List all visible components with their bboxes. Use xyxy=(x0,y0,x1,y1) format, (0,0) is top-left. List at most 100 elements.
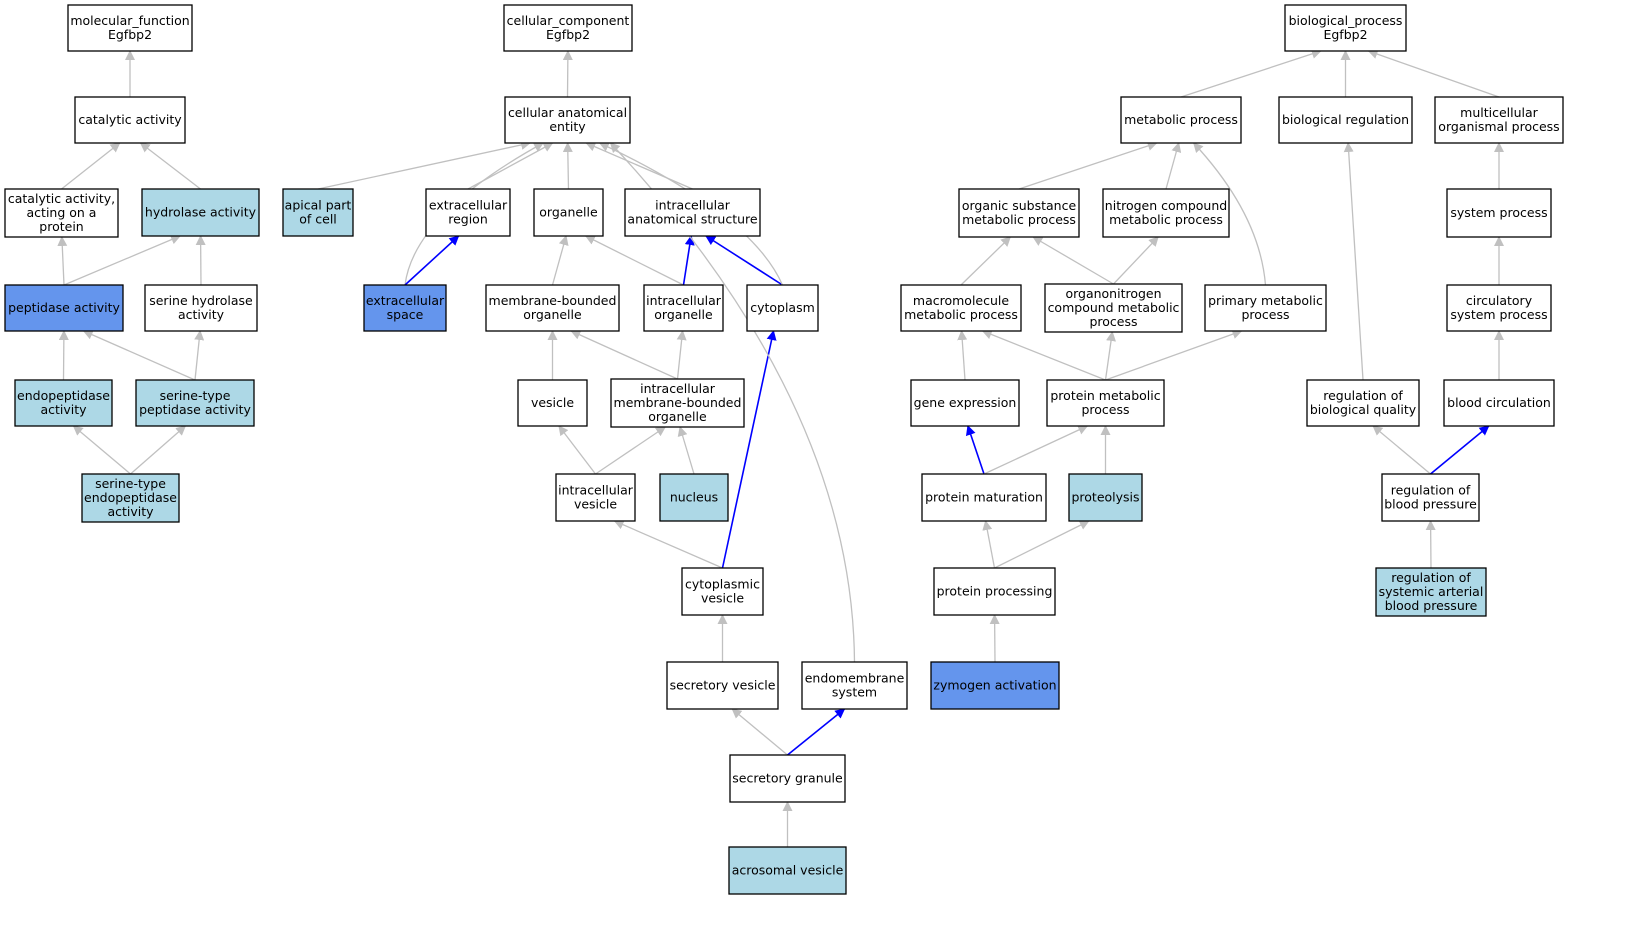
node-sv[interactable]: secretory vesicle xyxy=(666,661,779,710)
node-label-macro-1: metabolic process xyxy=(904,307,1018,322)
node-pep[interactable]: peptidase activity xyxy=(4,284,124,332)
node-box-multi xyxy=(1434,96,1564,144)
node-bloodcirc[interactable]: blood circulation xyxy=(1443,379,1555,427)
node-protmat[interactable]: protein maturation xyxy=(921,473,1047,522)
node-label-primary-0: primary metabolic xyxy=(1208,293,1323,308)
node-label-bioreg-0: biological regulation xyxy=(1282,112,1409,127)
node-label-regsabp-2: blood pressure xyxy=(1385,598,1478,613)
node-label-cat-0: catalytic activity xyxy=(78,112,182,127)
edge-regbq-to-bioreg xyxy=(1343,142,1364,381)
node-sg[interactable]: secretory granule xyxy=(729,754,846,803)
node-label-macro-0: macromolecule xyxy=(913,293,1009,308)
node-label-orgn-0: organonitrogen xyxy=(1065,286,1161,301)
node-zymo[interactable]: zymogen activation xyxy=(930,661,1060,710)
node-label-multi-1: organismal process xyxy=(1438,119,1559,134)
node-box-serendo xyxy=(81,473,180,523)
edge-sg-to-endomem xyxy=(786,708,846,756)
node-vesicle[interactable]: vesicle xyxy=(517,379,588,427)
node-label-cae-0: cellular anatomical xyxy=(508,105,627,120)
node-cyto[interactable]: cytoplasm xyxy=(746,284,819,332)
node-box-sv xyxy=(666,661,779,710)
node-label-regsabp-1: systemic arterial xyxy=(1379,584,1484,599)
node-label-sysproc-0: system process xyxy=(1450,205,1547,220)
node-label-extreg-1: region xyxy=(448,211,488,226)
node-cat[interactable]: catalytic activity xyxy=(74,96,186,144)
node-label-imbo-0: intracellular xyxy=(640,381,716,396)
node-label-endomem-1: system xyxy=(832,684,877,699)
node-metab[interactable]: metabolic process xyxy=(1120,96,1242,144)
node-protproc[interactable]: protein processing xyxy=(933,567,1056,616)
node-box-bloodcirc xyxy=(1443,379,1555,427)
node-box-extsp xyxy=(363,284,447,332)
node-nucleus[interactable]: nucleus xyxy=(659,473,729,522)
edge-ncmp-to-metab xyxy=(1165,142,1182,190)
node-geneexp[interactable]: gene expression xyxy=(910,379,1020,427)
node-box-mbo xyxy=(485,284,620,332)
edge-regbp-to-bloodcirc xyxy=(1429,425,1490,475)
node-proteolysis[interactable]: proteolysis xyxy=(1068,473,1143,522)
node-label-circ-0: circulatory xyxy=(1466,293,1533,308)
node-label-serhyd-1: activity xyxy=(178,307,225,322)
node-label-protproc-0: protein processing xyxy=(937,583,1053,598)
node-box-organelle xyxy=(533,188,604,237)
edge-primary-to-metab xyxy=(1192,142,1267,286)
node-organelle[interactable]: organelle xyxy=(533,188,604,237)
node-label-serendo-1: endopeptidase xyxy=(84,490,177,505)
node-label-protmet-0: protein metabolic xyxy=(1050,388,1160,403)
node-sysproc[interactable]: system process xyxy=(1446,188,1552,238)
node-label-proteolysis-0: proteolysis xyxy=(1071,489,1139,504)
node-label-apical-1: of cell xyxy=(299,211,337,226)
node-box-acro xyxy=(728,846,847,895)
edge-nucleus-to-imbo xyxy=(677,426,695,475)
node-label-mbo-1: organelle xyxy=(523,307,582,322)
node-label-orgn-2: process xyxy=(1089,314,1137,329)
node-label-metab-0: metabolic process xyxy=(1124,112,1238,127)
node-label-ias-0: intracellular xyxy=(655,197,731,212)
node-box-sg xyxy=(729,754,846,803)
node-box-protmat xyxy=(921,473,1047,522)
node-hyd[interactable]: hydrolase activity xyxy=(141,188,260,237)
node-label-sv-0: secretory vesicle xyxy=(670,677,776,692)
node-label-mf-1: Egfbp2 xyxy=(108,27,152,42)
edge-orgn-to-ncmp xyxy=(1113,236,1159,285)
node-box-extreg xyxy=(425,188,511,237)
node-box-hyd xyxy=(141,188,260,237)
edge-organelle-to-cae xyxy=(562,142,573,190)
node-label-primary-1: process xyxy=(1241,307,1289,322)
node-label-organelle-0: organelle xyxy=(539,204,598,219)
node-bioreg[interactable]: biological regulation xyxy=(1278,96,1413,144)
node-acro[interactable]: acrosomal vesicle xyxy=(728,846,847,895)
node-box-regbp xyxy=(1381,473,1480,522)
node-label-bp-1: Egfbp2 xyxy=(1323,27,1367,42)
